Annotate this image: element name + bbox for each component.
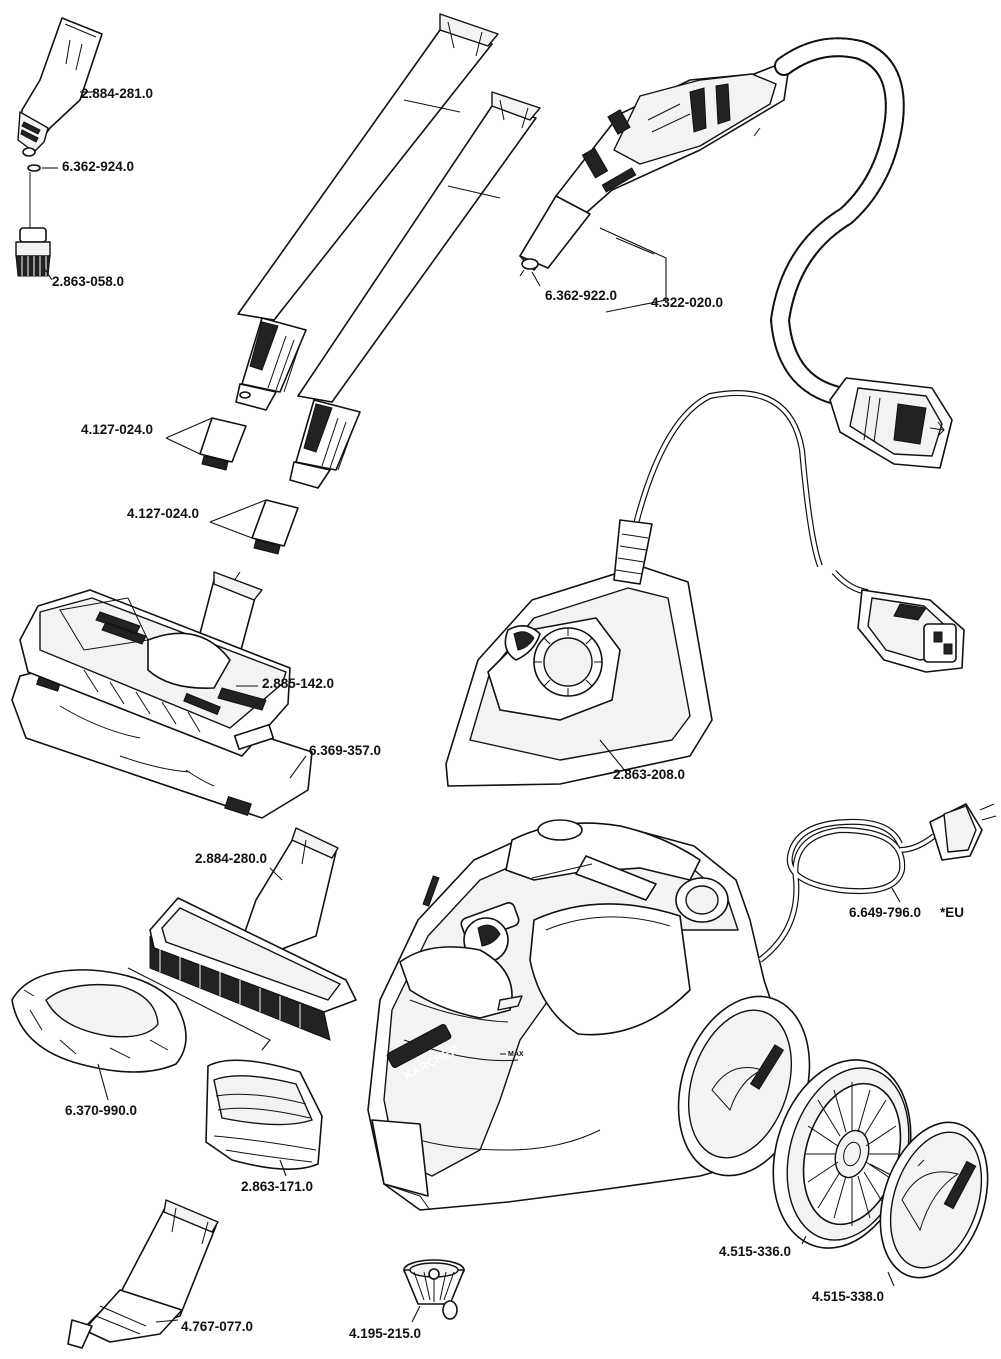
extension-tube-2-part (251, 91, 541, 555)
hub-cap-part (879, 1121, 989, 1279)
angled-nozzle-part (67, 1199, 219, 1349)
round-brush-part (15, 227, 51, 277)
iron-part (445, 519, 713, 787)
steam-cleaner-body-part: KÄRCHER MAX (367, 819, 785, 1211)
label-2-863-208-0: 2.863-208.0 (613, 767, 686, 782)
body-wheel-part (677, 995, 811, 1177)
wheel-part (772, 1059, 912, 1249)
label-4-127-024-0-lower: 4.127-024.0 (127, 506, 200, 521)
label-2-885-142-0: 2.885-142.0 (262, 676, 335, 691)
label-4-127-024-0-upper: 4.127-024.0 (81, 422, 154, 437)
iron-plug-part (857, 589, 965, 673)
power-plug-part (929, 803, 997, 861)
steam-gun-part (519, 59, 791, 271)
extension-tube-1-part (199, 13, 499, 471)
max-marking-text: MAX (508, 1051, 524, 1058)
label-6-369-357-0: 6.369-357.0 (309, 743, 382, 758)
castor-wheel-part (403, 1259, 465, 1320)
label-4-515-336-0: 4.515-336.0 (719, 1244, 792, 1259)
cover-part (11, 969, 187, 1073)
iron-cable-part (629, 390, 869, 595)
microfibre-pad-part (205, 1059, 323, 1170)
label-4-767-077-0: 4.767-077.0 (181, 1319, 254, 1334)
label-6-362-924-0: 6.362-924.0 (62, 159, 135, 174)
label-2-884-280-0: 2.884-280.0 (195, 851, 268, 866)
label-4-195-215-0: 4.195-215.0 (349, 1326, 422, 1341)
label-2-863-058-0: 2.863-058.0 (52, 274, 125, 289)
hand-brush-part (149, 827, 357, 1041)
label-2-863-171-0: 2.863-171.0 (241, 1179, 314, 1194)
o-ring-part (27, 164, 41, 172)
label-2-884-281-0: 2.884-281.0 (81, 86, 154, 101)
floor-nozzle-part (11, 571, 313, 819)
label-6-370-990-0: 6.370-990.0 (65, 1103, 138, 1118)
label-4-322-020-0: 4.322-020.0 (651, 295, 724, 310)
label-4-515-338-0: 4.515-338.0 (812, 1289, 885, 1304)
label-6-649-796-0: 6.649-796.0 (849, 905, 922, 920)
hose-connector-part (829, 377, 953, 469)
detail-nozzle-part (17, 17, 103, 157)
label-6-362-922-0: 6.362-922.0 (545, 288, 618, 303)
label-eu-note: *EU (940, 905, 965, 920)
